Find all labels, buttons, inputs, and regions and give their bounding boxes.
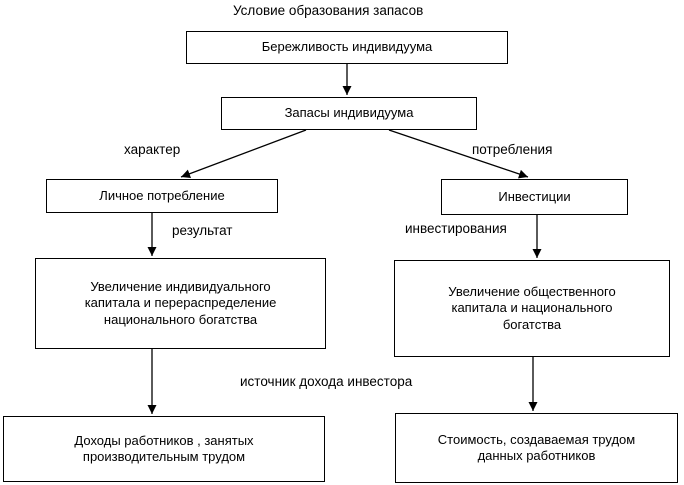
node-social-capital-increase-label: Увеличение общественного капитала и наци… [448,284,616,332]
edge-label-result: результат [172,223,233,238]
node-individual-capital-increase: Увеличение индивидуального капитала и пе… [35,258,326,349]
node-investments-label: Инвестиции [498,188,571,204]
node-workers-income-label: Доходы работников , занятых производител… [74,432,254,464]
node-value-created-label: Стоимость, создаваемая трудом данных раб… [437,431,636,463]
edge-label-consumption: потребления [472,142,553,157]
edge-label-investor-income-source: источник дохода инвестора [240,374,413,389]
node-personal-consumption-label: Личное потребление [99,187,225,203]
diagram-title: Условие образования запасов [233,3,424,18]
node-social-capital-increase: Увеличение общественного капитала и наци… [394,260,670,357]
node-individual-stocks-label: Запасы индивидуума [284,105,414,121]
node-personal-consumption: Личное потребление [46,179,278,213]
node-individual-capital-increase-label: Увеличение индивидуального капитала и пе… [84,279,277,327]
node-thrift: Бережливость индивидуума [186,31,508,64]
arrow-stocks-to-personal [180,129,307,179]
edge-label-investing: инвестирования [405,221,507,236]
node-thrift-label: Бережливость индивидуума [261,39,433,55]
node-value-created: Стоимость, создаваемая трудом данных раб… [395,413,678,483]
node-investments: Инвестиции [441,179,628,215]
node-workers-income: Доходы работников , занятых производител… [3,416,325,482]
node-individual-stocks: Запасы индивидуума [221,97,477,130]
edge-label-character: характер [124,142,181,157]
